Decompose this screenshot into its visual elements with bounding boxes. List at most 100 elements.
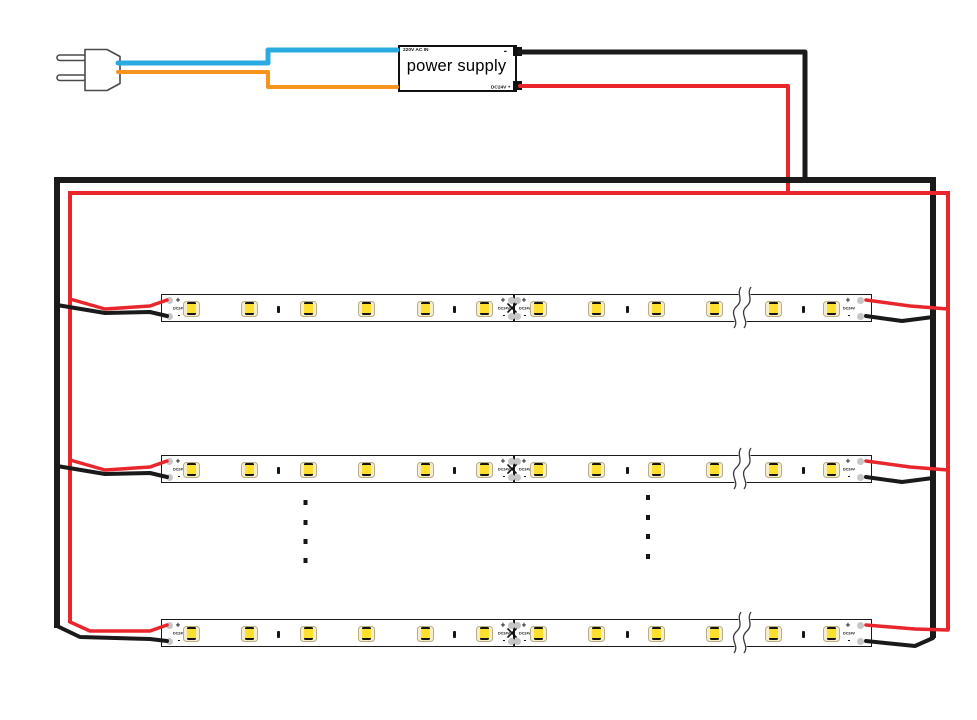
strip-minus-label: - bbox=[523, 635, 527, 645]
solder-pad bbox=[165, 474, 173, 481]
solder-pad bbox=[856, 297, 864, 304]
led-chip bbox=[240, 625, 258, 642]
strip-plus-label: + bbox=[500, 456, 506, 466]
solder-pad bbox=[856, 313, 864, 320]
led-strip-row: +DC24V-+DC24V-+DC24V-+DC24V- bbox=[161, 294, 872, 322]
cut-mark bbox=[276, 305, 280, 313]
solder-pad bbox=[856, 474, 864, 481]
psu-negative-label: - bbox=[503, 46, 507, 57]
cut-mark bbox=[801, 630, 805, 638]
led-chip bbox=[299, 300, 317, 317]
strip-minus-label: - bbox=[502, 471, 506, 481]
solder-pad bbox=[513, 638, 521, 645]
strip-plus-label: + bbox=[500, 620, 506, 630]
strip-minus-label: - bbox=[847, 635, 851, 645]
solder-pad bbox=[165, 313, 173, 320]
led-chip bbox=[647, 625, 665, 642]
led-chip bbox=[416, 461, 434, 478]
led-chip bbox=[764, 625, 782, 642]
psu-dc-output-label: DC24V + bbox=[491, 85, 511, 90]
strip-plus-label: + bbox=[500, 295, 506, 305]
strip-plus-label: + bbox=[175, 456, 181, 466]
led-chip bbox=[357, 461, 375, 478]
led-chip bbox=[822, 300, 840, 317]
cut-mark bbox=[276, 466, 280, 474]
led-chip bbox=[182, 300, 200, 317]
strip-plus-label: + bbox=[175, 620, 181, 630]
strip-plus-label: + bbox=[845, 456, 851, 466]
led-chip bbox=[764, 300, 782, 317]
strip-minus-label: - bbox=[847, 310, 851, 320]
strip-plus-label: + bbox=[175, 295, 181, 305]
solder-pad bbox=[165, 297, 173, 304]
cut-mark bbox=[801, 305, 805, 313]
strip-minus-label: - bbox=[502, 310, 506, 320]
strip-minus-label: - bbox=[177, 471, 181, 481]
led-chip bbox=[529, 300, 547, 317]
led-chip bbox=[822, 625, 840, 642]
cut-mark bbox=[452, 305, 456, 313]
led-chip bbox=[240, 300, 258, 317]
solder-pad bbox=[507, 638, 515, 645]
led-chip bbox=[647, 461, 665, 478]
strip-minus-label: - bbox=[523, 310, 527, 320]
solder-pad bbox=[165, 638, 173, 645]
led-chip bbox=[240, 461, 258, 478]
strip-minus-label: - bbox=[177, 310, 181, 320]
led-chip bbox=[705, 625, 723, 642]
led-chip bbox=[764, 461, 782, 478]
solder-pad bbox=[856, 622, 864, 629]
led-chip bbox=[416, 300, 434, 317]
led-chip bbox=[822, 461, 840, 478]
strip-plus-label: + bbox=[521, 295, 527, 305]
solder-pad bbox=[856, 458, 864, 465]
cut-mark bbox=[801, 466, 805, 474]
led-chip bbox=[182, 461, 200, 478]
solder-pad bbox=[856, 638, 864, 645]
strip-plus-label: + bbox=[521, 456, 527, 466]
led-chip bbox=[475, 461, 493, 478]
solder-pad bbox=[513, 622, 521, 629]
led-chip bbox=[705, 461, 723, 478]
power-supply-box: 220V AC IN - power supply DC24V + bbox=[398, 45, 517, 92]
led-chip bbox=[357, 300, 375, 317]
solder-pad bbox=[165, 458, 173, 465]
led-strip-row: +DC24V-+DC24V-+DC24V-+DC24V- bbox=[161, 619, 872, 647]
solder-pad bbox=[513, 474, 521, 481]
led-chip bbox=[647, 300, 665, 317]
strip-plus-label: + bbox=[845, 295, 851, 305]
led-chip bbox=[475, 625, 493, 642]
cut-mark bbox=[452, 466, 456, 474]
strip-plus-label: + bbox=[845, 620, 851, 630]
led-chip bbox=[357, 625, 375, 642]
led-chip bbox=[587, 461, 605, 478]
psu-ac-input-label: 220V AC IN bbox=[403, 48, 429, 53]
psu-title: power supply bbox=[406, 57, 507, 75]
solder-pad bbox=[513, 313, 521, 320]
solder-pad bbox=[513, 458, 521, 465]
strip-minus-label: - bbox=[847, 471, 851, 481]
led-chip bbox=[587, 625, 605, 642]
led-chip bbox=[705, 300, 723, 317]
cut-mark bbox=[625, 630, 629, 638]
strip-minus-label: - bbox=[177, 635, 181, 645]
led-chip bbox=[587, 300, 605, 317]
cut-mark bbox=[452, 630, 456, 638]
led-chip bbox=[416, 625, 434, 642]
led-chip bbox=[299, 625, 317, 642]
solder-pad bbox=[165, 622, 173, 629]
led-chip bbox=[529, 625, 547, 642]
cut-mark bbox=[625, 305, 629, 313]
cut-mark bbox=[625, 466, 629, 474]
led-chip bbox=[299, 461, 317, 478]
strip-minus-label: - bbox=[523, 471, 527, 481]
strip-minus-label: - bbox=[502, 635, 506, 645]
cut-mark bbox=[276, 630, 280, 638]
led-strip-row: +DC24V-+DC24V-+DC24V-+DC24V- bbox=[161, 455, 872, 483]
solder-pad bbox=[513, 297, 521, 304]
led-chip bbox=[475, 300, 493, 317]
strip-plus-label: + bbox=[521, 620, 527, 630]
led-chip bbox=[529, 461, 547, 478]
